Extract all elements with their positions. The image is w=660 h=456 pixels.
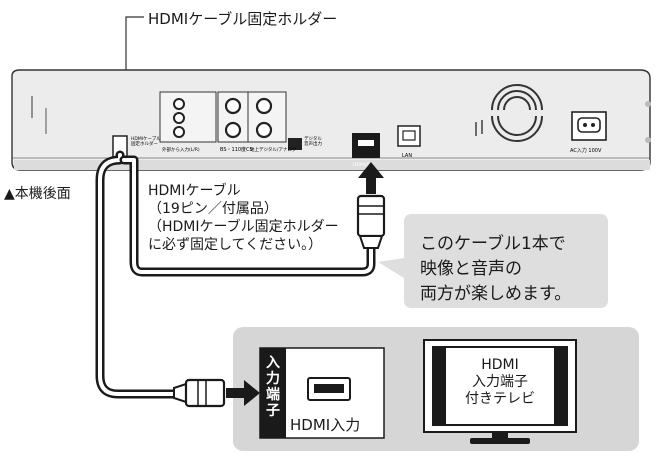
cable-desc-line: （HDMIケーブル固定ホルダー xyxy=(148,219,339,235)
tv-screen-text: HDMI 入力端子 付きテレビ xyxy=(456,357,544,408)
terrestrial-label: 地上デジタル/アナログ xyxy=(250,146,297,153)
hdmi-cable xyxy=(95,150,376,399)
tv-text-line: 入力端子 xyxy=(472,374,528,390)
hdmi-plug-upper xyxy=(356,194,386,249)
bs-cs-label: BS・110度CS xyxy=(220,146,253,153)
info-bubble xyxy=(378,214,608,308)
cable-description: HDMIケーブル （19ピン／付属品） （HDMIケーブル固定ホルダー に必ず固… xyxy=(148,182,339,254)
bubble-line: このケーブル1本で xyxy=(420,234,566,254)
input-terminal-vertical-label: 入 力 端 子 xyxy=(260,355,286,419)
bubble-line: 映像と音声の xyxy=(420,259,522,279)
cable-desc-line: （19ピン／付属品） xyxy=(148,201,278,217)
input-vert-char: 力 xyxy=(266,371,280,387)
input-vert-char: 端 xyxy=(266,387,280,403)
cable-desc-line: HDMIケーブル xyxy=(148,183,241,199)
lan-label: LAN xyxy=(402,153,412,159)
hdmi-plug-lower xyxy=(173,378,226,408)
input-vert-char: 子 xyxy=(266,403,280,419)
bubble-text: このケーブル1本で 映像と音声の 両方が楽しめます。 xyxy=(420,232,571,307)
bubble-line: 両方が楽しめます。 xyxy=(420,284,572,304)
recorder-rear-panel xyxy=(11,69,651,171)
audio-in-label: 外部から入力(L/R) xyxy=(162,146,200,153)
optical-label: デジタル音声出力 xyxy=(304,135,322,147)
input-vert-char: 入 xyxy=(266,355,280,371)
arrow-up-icon xyxy=(358,162,384,194)
tv-text-line: 付きテレビ xyxy=(465,391,535,407)
hdmi-out-label: HDMI出力 xyxy=(353,161,375,168)
rear-panel-label: ▲本機後面 xyxy=(4,186,71,202)
holder-callout-title: HDMIケーブル固定ホルダー xyxy=(148,10,338,28)
cable-desc-line: に必ず固定してください。） xyxy=(148,237,323,253)
holder-small-label: HDMIケーブル固定ホルダー xyxy=(131,135,161,147)
tv-illustration xyxy=(423,339,577,444)
ac-label: AC入力 100V xyxy=(570,147,602,154)
tv-text-line: HDMI xyxy=(481,357,519,373)
arrow-right-icon xyxy=(226,380,260,406)
hdmi-input-terminal xyxy=(259,347,385,439)
hdmi-input-label: HDMI入力 xyxy=(290,416,361,434)
